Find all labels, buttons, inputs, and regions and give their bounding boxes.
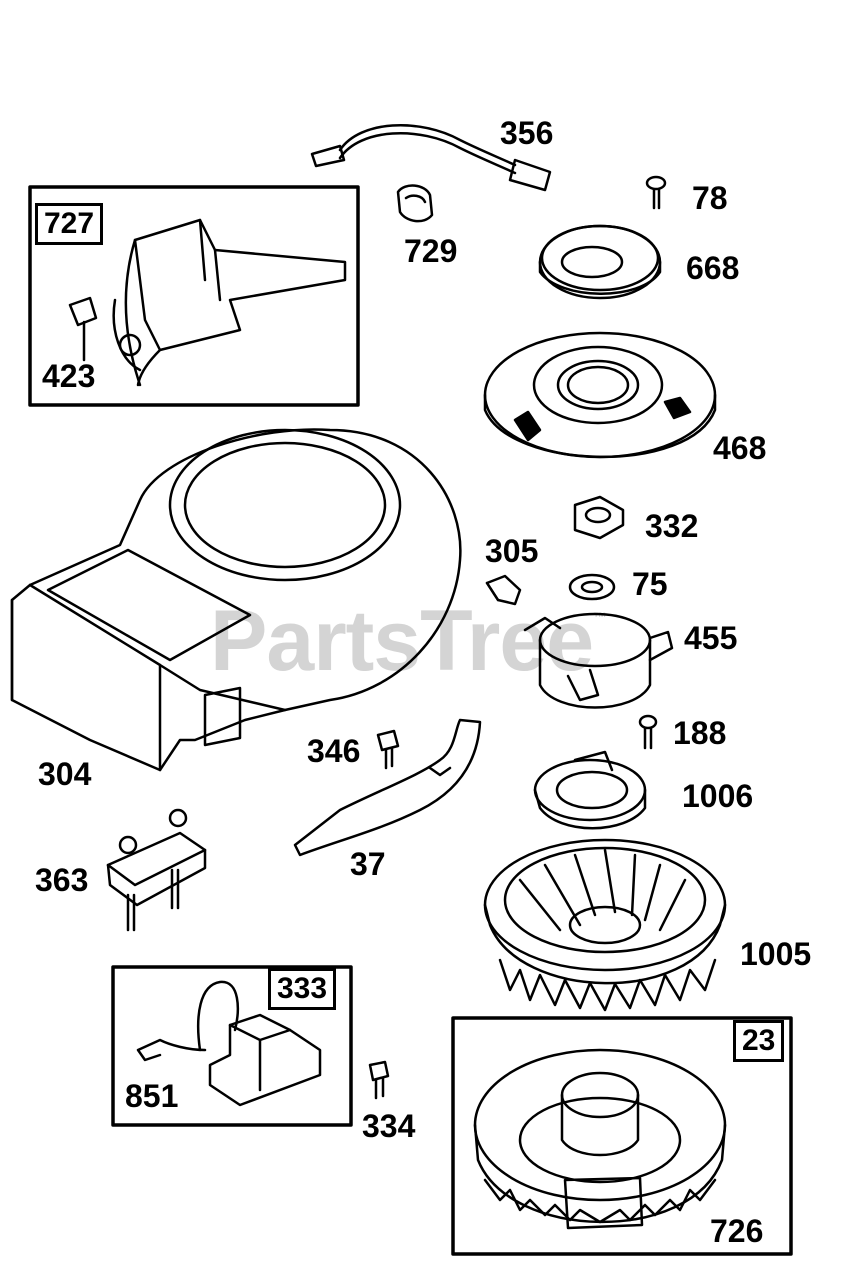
part-668-plate xyxy=(538,224,662,300)
label-729: 729 xyxy=(404,233,458,269)
part-1005-flywheel-fan xyxy=(483,838,727,1012)
part-78-screw xyxy=(645,175,667,210)
label-668: 668 xyxy=(686,250,740,286)
part-455-cup xyxy=(523,612,674,709)
label-356: 356 xyxy=(500,115,554,151)
label-455: 455 xyxy=(684,620,738,656)
part-423-screw xyxy=(68,296,98,362)
part-468-screen xyxy=(483,331,717,459)
part-37-air-vane xyxy=(293,718,482,857)
label-851: 851 xyxy=(125,1078,179,1114)
label-423: 423 xyxy=(42,358,96,394)
part-346-screw xyxy=(376,729,400,770)
label-305: 305 xyxy=(485,533,539,569)
part-356-wire xyxy=(310,124,552,192)
box-number-23: 23 xyxy=(733,1020,785,1062)
box-number-333: 333 xyxy=(268,968,337,1010)
label-304: 304 xyxy=(38,756,92,792)
part-729-grommet xyxy=(396,184,434,223)
label-363: 363 xyxy=(35,862,89,898)
part-363-bracket xyxy=(106,808,207,932)
label-346: 346 xyxy=(307,733,361,769)
box-727-frame xyxy=(28,185,360,407)
part-75-washer xyxy=(568,573,616,601)
part-334-screw xyxy=(368,1060,390,1100)
label-188: 188 xyxy=(673,715,727,751)
box-23-frame xyxy=(451,1016,793,1256)
part-305-screw xyxy=(485,574,522,606)
part-332-nut xyxy=(573,495,625,540)
part-304-blower-housing xyxy=(10,428,462,772)
label-75: 75 xyxy=(632,566,668,602)
label-468: 468 xyxy=(713,430,767,466)
part-333-ignition-coil xyxy=(136,980,322,1107)
box-333-frame xyxy=(111,965,353,1127)
label-37: 37 xyxy=(350,846,386,882)
label-1005: 1005 xyxy=(740,936,812,972)
part-188-screw xyxy=(638,714,658,750)
part-1006-ratchet xyxy=(533,750,647,830)
label-726: 726 xyxy=(710,1213,764,1249)
part-727-shroud xyxy=(112,218,347,387)
part-726-flywheel xyxy=(473,1048,727,1230)
label-1006: 1006 xyxy=(682,778,754,814)
box-number-727: 727 xyxy=(35,203,104,245)
label-334: 334 xyxy=(362,1108,416,1144)
label-332: 332 xyxy=(645,508,699,544)
label-78: 78 xyxy=(692,180,728,216)
